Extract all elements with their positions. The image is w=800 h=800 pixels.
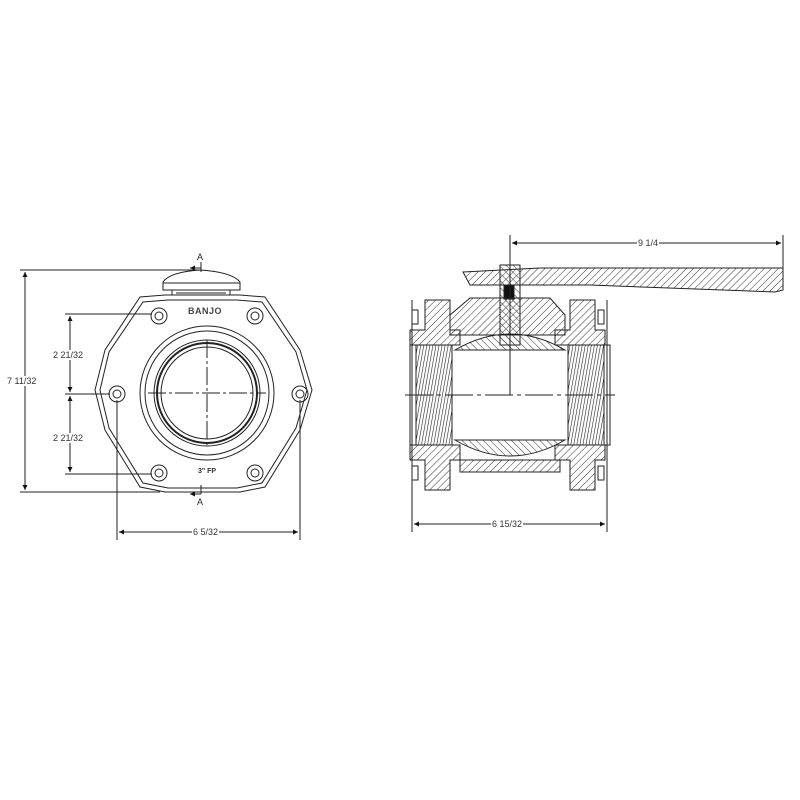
front-view bbox=[20, 262, 313, 540]
dim-lower-bolt-spacing: 2 21/32 bbox=[52, 433, 85, 443]
dim-overall-length: 6 15/32 bbox=[491, 519, 524, 529]
side-section-view bbox=[405, 235, 784, 532]
dim-overall-height: 7 11/32 bbox=[6, 376, 38, 386]
size-label: 3" FP bbox=[198, 468, 217, 475]
dim-handle-length: 9 1/4 bbox=[637, 238, 660, 248]
section-marker-bottom: A bbox=[197, 497, 204, 507]
dim-upper-bolt-spacing: 2 21/32 bbox=[52, 350, 85, 360]
dim-bolt-width: 6 5/32 bbox=[192, 527, 220, 537]
brand-logo: BANJO bbox=[188, 306, 223, 316]
section-marker-top: A bbox=[197, 252, 204, 262]
